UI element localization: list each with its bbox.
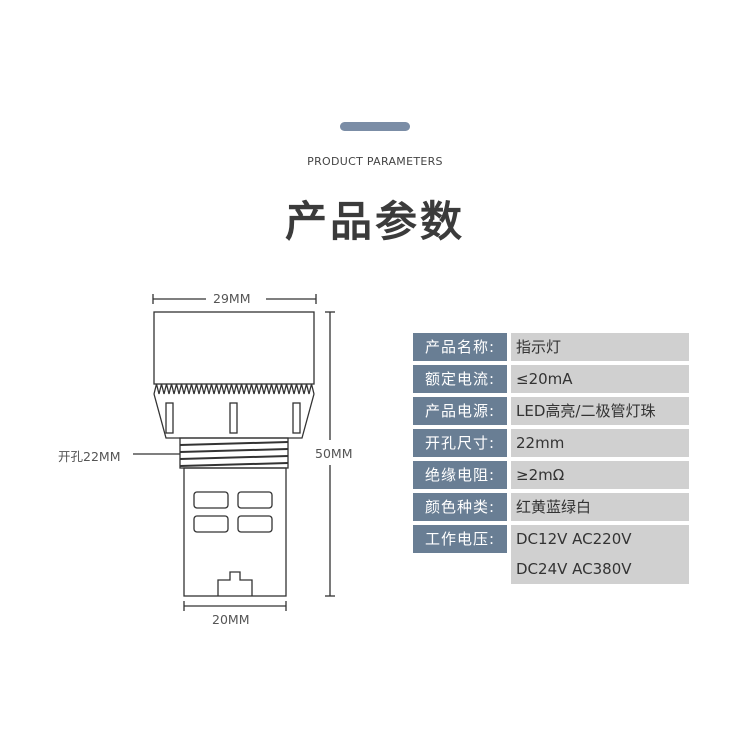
spec-value: LED高亮/二极管灯珠 xyxy=(511,397,689,425)
page-subtitle: PRODUCT PARAMETERS xyxy=(307,155,443,168)
base-label: 20MM xyxy=(209,612,253,627)
spec-label: 颜色种类: xyxy=(413,493,507,521)
spec-value: 指示灯 xyxy=(511,333,689,361)
spec-table: 产品名称: 指示灯 额定电流: ≤20mA 产品电源: LED高亮/二极管灯珠 … xyxy=(413,333,693,588)
spec-row-current: 额定电流: ≤20mA xyxy=(413,365,693,393)
spec-value: 22mm xyxy=(511,429,689,457)
clip-right xyxy=(292,402,301,434)
clip-center xyxy=(229,402,238,434)
hole-label: 开孔22MM xyxy=(55,446,124,465)
serrated-edge xyxy=(153,383,315,395)
spec-label: 产品电源: xyxy=(413,397,507,425)
spec-label: 绝缘电阻: xyxy=(413,461,507,489)
spec-value-line: DC12V AC220V xyxy=(516,530,632,548)
accent-bar xyxy=(340,122,410,131)
spec-value: ≤20mA xyxy=(511,365,689,393)
spec-label: 开孔尺寸: xyxy=(413,429,507,457)
terminal-shape xyxy=(217,571,253,596)
cap-shape xyxy=(153,311,315,385)
spec-value-line: DC24V AC380V xyxy=(516,560,632,578)
collar-shape xyxy=(153,393,315,439)
spec-label: 产品名称: xyxy=(413,333,507,361)
spec-label: 工作电压: xyxy=(413,525,507,553)
width-label: 29MM xyxy=(210,291,254,306)
spec-row-name: 产品名称: 指示灯 xyxy=(413,333,693,361)
page-title: 产品参数 xyxy=(284,197,465,246)
body-shape xyxy=(183,467,287,597)
spec-label: 额定电流: xyxy=(413,365,507,393)
spec-row-power: 产品电源: LED高亮/二极管灯珠 xyxy=(413,397,693,425)
spec-row-voltage: 工作电压: DC12V AC220V DC24V AC380V xyxy=(413,525,693,584)
clip-left xyxy=(165,402,174,434)
spec-value: 红黄蓝绿白 xyxy=(511,493,689,521)
spec-row-insulation: 绝缘电阻: ≥2mΩ xyxy=(413,461,693,489)
spec-value: ≥2mΩ xyxy=(511,461,689,489)
spec-value: DC12V AC220V DC24V AC380V xyxy=(511,525,689,584)
height-label: 50MM xyxy=(312,446,356,461)
spec-row-colors: 颜色种类: 红黄蓝绿白 xyxy=(413,493,693,521)
spec-row-hole-size: 开孔尺寸: 22mm xyxy=(413,429,693,457)
